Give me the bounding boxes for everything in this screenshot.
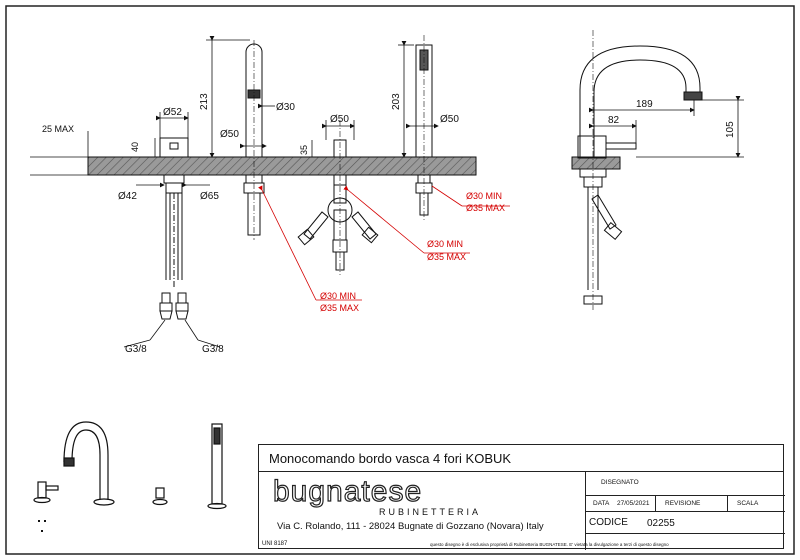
dim-25max: 25 MAX <box>42 124 74 134</box>
note-min-1: Ø30 MIN <box>320 291 356 301</box>
mixer-dimensions <box>30 112 221 348</box>
dim-d65: Ø65 <box>200 191 219 202</box>
dim-d50-mixer: Ø50 <box>220 129 239 140</box>
company-subtitle: RUBINETTERIA <box>379 507 482 517</box>
countertop-section <box>87 156 621 176</box>
handshower-dimensions <box>398 41 439 158</box>
dim-g38-left: G3/8 <box>125 344 147 355</box>
scala-label: SCALA <box>737 500 759 507</box>
dim-g38-right: G3/8 <box>202 344 224 355</box>
codice-value: 02255 <box>647 518 675 529</box>
dim-d50-diverter: Ø50 <box>330 114 349 125</box>
red-leaders <box>258 185 510 301</box>
company-logo: bugnatese <box>272 474 423 508</box>
spout-section <box>243 40 265 240</box>
dim-d42: Ø42 <box>118 191 137 202</box>
side-view-dimensions <box>589 96 744 158</box>
note-min-2: Ø30 MIN <box>427 239 463 249</box>
title-divider <box>259 471 783 472</box>
revisione-label: REVISIONE <box>665 500 701 507</box>
note-max-1: Ø35 MAX <box>320 303 359 313</box>
side-view <box>577 30 703 310</box>
dim-40: 40 <box>130 142 140 152</box>
note-min-3: Ø30 MIN <box>466 191 502 201</box>
info-col-line-1 <box>655 495 656 511</box>
dim-d50-handshower: Ø50 <box>440 114 459 125</box>
dim-189: 189 <box>636 99 653 110</box>
data-value: 27/05/2021 <box>617 500 650 507</box>
handshower-section <box>415 35 433 220</box>
dim-105: 105 <box>725 121 736 138</box>
diverter-section <box>297 120 379 275</box>
uni-standard: UNI 8187 <box>262 541 288 547</box>
dim-d30-spout: Ø30 <box>276 102 295 113</box>
note-max-3: Ø35 MAX <box>466 203 505 213</box>
dim-82: 82 <box>608 115 620 126</box>
disegnato-label: DISEGNATO <box>601 479 639 486</box>
company-address: Via C. Rolando, 111 - 28024 Bugnate di G… <box>277 521 544 532</box>
dim-213: 213 <box>199 93 210 110</box>
dim-35: 35 <box>299 145 309 155</box>
note-max-2: Ø35 MAX <box>427 252 466 262</box>
dim-d52: Ø52 <box>163 107 182 118</box>
data-label: DATA <box>593 500 610 507</box>
drawing-frame <box>5 5 795 555</box>
sketch-marks <box>38 520 46 532</box>
mixer-body-section <box>159 137 189 320</box>
drawing-title: Monocomando bordo vasca 4 fori KOBUK <box>269 451 512 466</box>
info-row-line-1 <box>585 495 785 496</box>
diverter-dimensions <box>311 120 355 157</box>
info-col-line-2 <box>727 495 728 511</box>
codice-label: CODICE <box>589 517 628 528</box>
dim-203: 203 <box>391 93 402 110</box>
info-row-line-3 <box>585 533 785 534</box>
info-row-line-2 <box>585 511 785 512</box>
ownership-note: questo disegno è di esclusiva proprietà … <box>430 542 669 547</box>
product-perspective-sketch <box>33 421 227 510</box>
spout-dimensions <box>206 36 275 158</box>
title-block: Monocomando bordo vasca 4 fori KOBUK bug… <box>258 444 785 550</box>
info-divider <box>585 471 586 550</box>
